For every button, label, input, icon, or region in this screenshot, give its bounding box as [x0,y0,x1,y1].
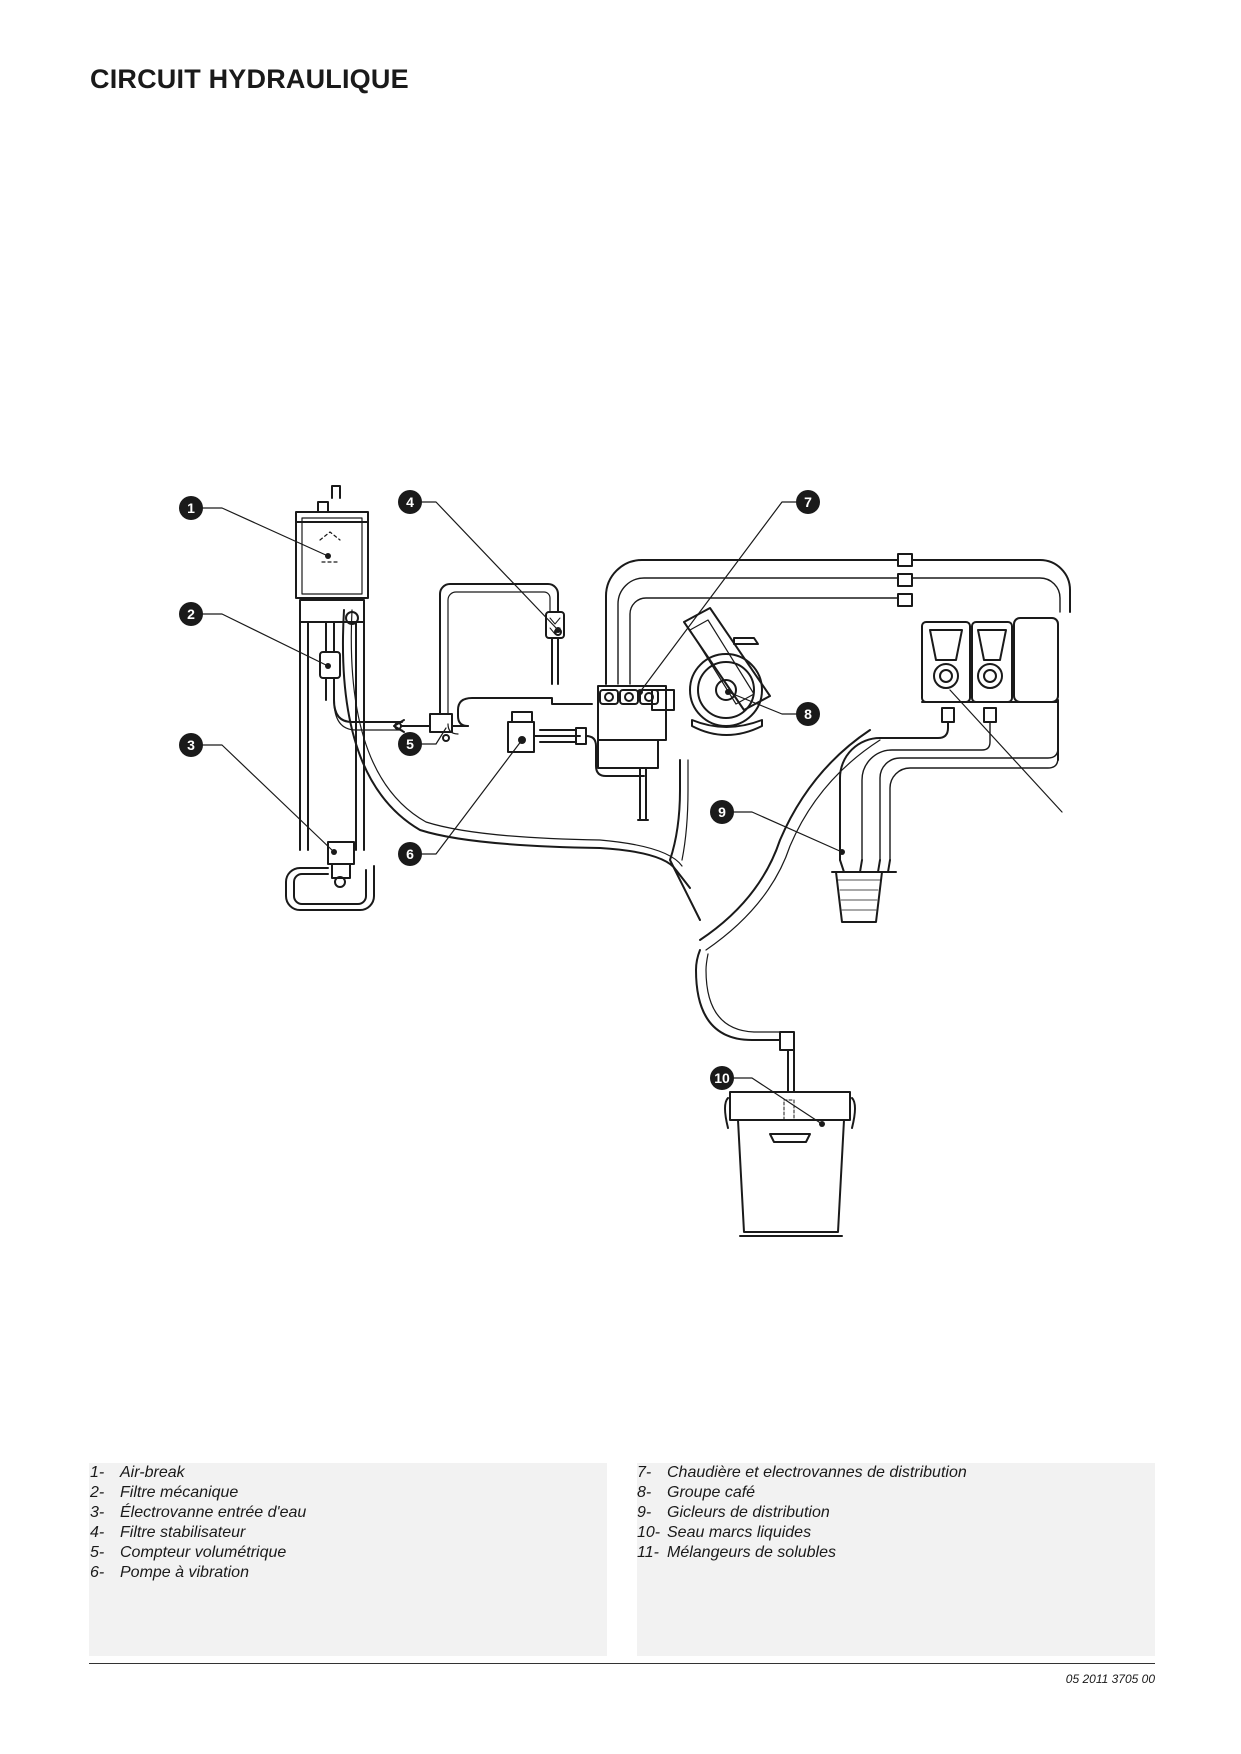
callout-4: 4 [398,490,422,514]
svg-text:10: 10 [714,1070,730,1086]
svg-text:1: 1 [187,500,195,516]
legend-item: 5-Compteur volumétrique [90,1544,287,1561]
svg-text:7: 7 [804,494,812,510]
svg-text:6: 6 [406,846,414,862]
callout-6: 6 [398,842,422,866]
air-break [295,485,369,851]
legend-item: 9-Gicleurs de distribution [637,1504,830,1521]
waste-bucket [724,1091,856,1237]
legend-item: 7-Chaudière et electrovannes de distribu… [637,1464,967,1481]
leader-lines [201,501,1063,1125]
callout-5: 5 [398,732,422,756]
coffee-group [683,607,771,736]
callout-1: 1 [179,496,203,520]
legend-item: 3-Électrovanne entrée d'eau [90,1504,307,1521]
inlet-solenoid-valve [285,841,375,911]
mechanical-filter [319,621,341,701]
svg-text:2: 2 [187,606,195,622]
soluble-mixers [921,617,1059,761]
stabiliser-filter [545,611,565,685]
legend-item: 10-Seau marcs liquides [637,1524,812,1541]
callout-8: 8 [796,702,820,726]
svg-text:5: 5 [406,736,414,752]
distribution-nozzles [831,859,897,873]
svg-text:4: 4 [406,494,414,510]
callout-2: 2 [179,602,203,626]
legend-right: 7-Chaudière et electrovannes de distribu… [637,1463,1155,1656]
svg-text:9: 9 [718,804,726,820]
footer-divider [89,1663,1155,1664]
legend-item: 1-Air-break [90,1464,185,1481]
vibration-pump [507,711,587,753]
callout-9: 9 [710,800,734,824]
document-code: 05 2011 3705 00 [1065,1672,1155,1686]
boiler-and-valves [585,685,675,821]
callout-7: 7 [796,490,820,514]
legend-left: 1-Air-break 2-Filtre mécanique 3-Électro… [89,1463,607,1656]
cup [835,871,883,923]
callout-10: 10 [710,1066,734,1090]
legend-item: 6-Pompe à vibration [90,1564,249,1581]
legend-item: 11-Mélangeurs de solubles [637,1544,836,1561]
svg-text:3: 3 [187,737,195,753]
svg-text:8: 8 [804,706,812,722]
legend-item: 2-Filtre mécanique [90,1484,239,1501]
page-title: CIRCUIT HYDRAULIQUE [90,64,409,94]
callout-3: 3 [179,733,203,757]
legend-item: 4-Filtre stabilisateur [90,1524,246,1541]
legend-item: 8-Groupe café [637,1484,756,1501]
